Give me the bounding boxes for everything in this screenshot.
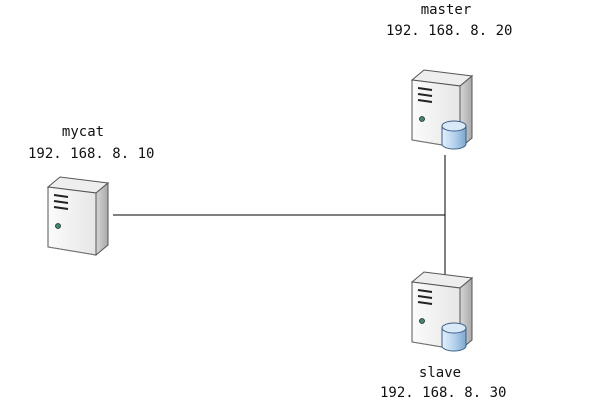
server-icon [47,176,109,256]
mycat-ip-label: 192. 168. 8. 10 [28,146,155,162]
database-icon [441,322,467,352]
database-server-icon [411,271,473,352]
slave-ip-label: 192. 168. 8. 30 [380,385,507,401]
slave-name-label: slave [418,365,462,381]
master-ip-label: 192. 168. 8. 20 [386,23,513,39]
mycat-name-label: mycat [61,124,105,140]
database-server-icon [411,69,473,150]
database-icon [441,120,467,150]
master-name-label: master [420,2,472,18]
